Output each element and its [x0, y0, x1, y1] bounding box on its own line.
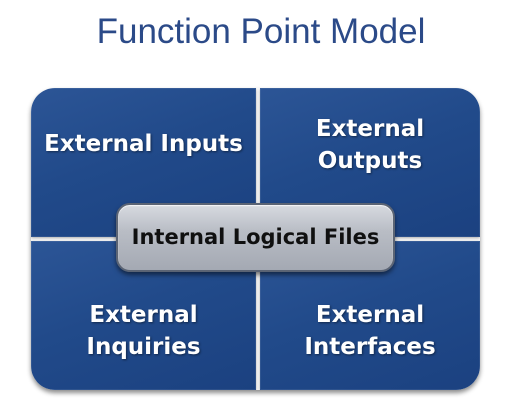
- label-line: External: [315, 302, 425, 328]
- quadrant-label: External Inputs: [31, 128, 256, 160]
- label-line: External Inputs: [44, 131, 243, 157]
- label-line: Inquiries: [86, 334, 201, 360]
- label-line: Outputs: [317, 148, 423, 174]
- internal-logical-files-box: Internal Logical Files: [116, 203, 395, 272]
- diagram-title: Function Point Model: [96, 12, 426, 51]
- label-line: External: [315, 116, 425, 142]
- quadrant-external-outputs: External Outputs: [260, 88, 480, 237]
- function-point-matrix: External Inputs External Outputs Externa…: [31, 88, 480, 390]
- label-line: External: [89, 302, 198, 328]
- quadrant-label: External Outputs: [260, 113, 480, 177]
- quadrant-label: External Interfaces: [260, 299, 480, 363]
- quadrant-label: External Inquiries: [31, 299, 256, 363]
- label-line: Interfaces: [304, 334, 436, 360]
